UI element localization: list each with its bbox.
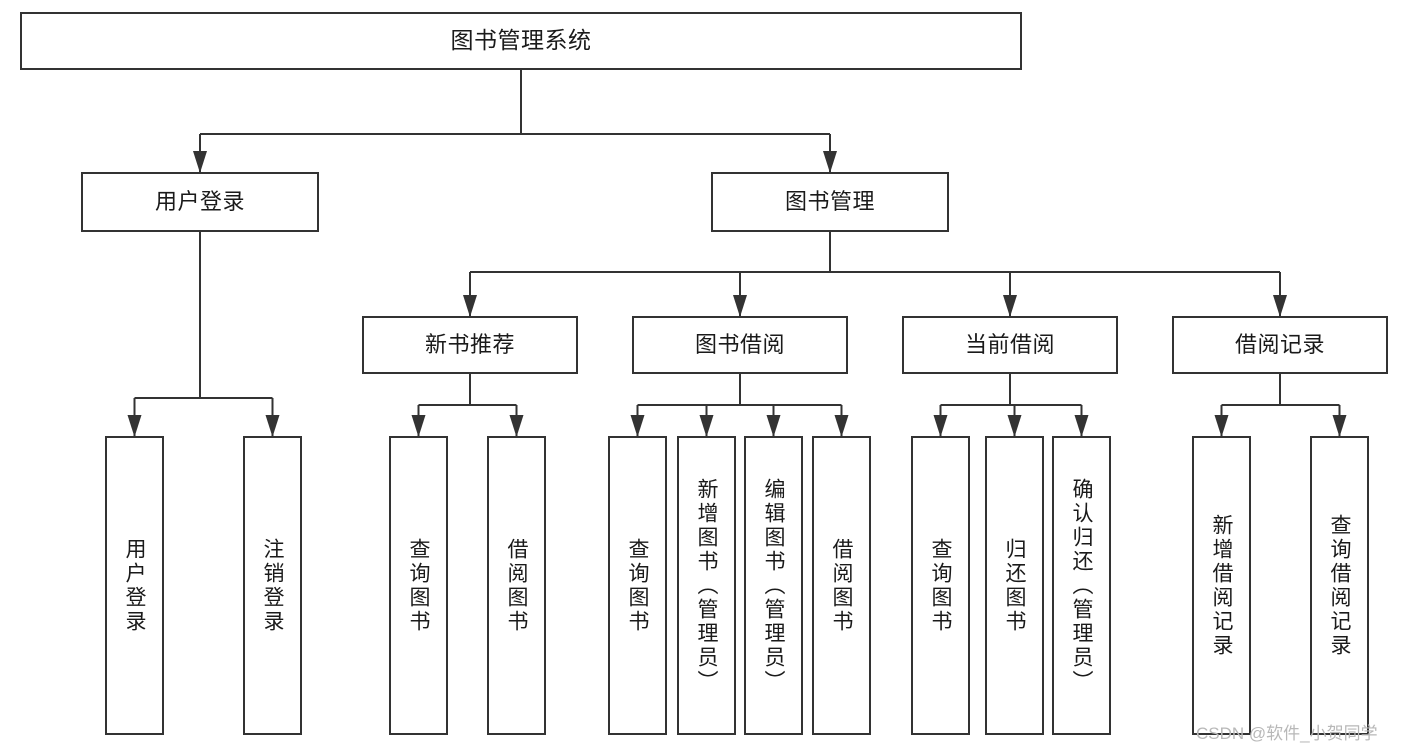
node-leaf1[interactable]: 用户登录 bbox=[105, 436, 164, 735]
node-borrow[interactable]: 图书借阅 bbox=[632, 316, 848, 374]
node-label-leaf7: 编辑图书（管理员） bbox=[762, 477, 785, 694]
node-label-leaf6: 新增图书（管理员） bbox=[695, 477, 718, 694]
node-leaf3[interactable]: 查询图书 bbox=[389, 436, 448, 735]
node-label-leaf3: 查询图书 bbox=[407, 537, 430, 634]
node-leaf11[interactable]: 确认归还（管理员） bbox=[1052, 436, 1111, 735]
node-leaf13[interactable]: 查询借阅记录 bbox=[1310, 436, 1369, 735]
node-leaf10[interactable]: 归还图书 bbox=[985, 436, 1044, 735]
node-records[interactable]: 借阅记录 bbox=[1172, 316, 1388, 374]
node-leaf2[interactable]: 注销登录 bbox=[243, 436, 302, 735]
node-leaf9[interactable]: 查询图书 bbox=[911, 436, 970, 735]
node-root[interactable]: 图书管理系统 bbox=[20, 12, 1022, 70]
node-label-current: 当前借阅 bbox=[964, 332, 1055, 358]
node-bookmgmt[interactable]: 图书管理 bbox=[711, 172, 949, 232]
node-label-leaf4: 借阅图书 bbox=[505, 537, 528, 634]
node-current[interactable]: 当前借阅 bbox=[902, 316, 1118, 374]
node-label-leaf8: 借阅图书 bbox=[830, 537, 853, 634]
node-label-records: 借阅记录 bbox=[1234, 332, 1325, 358]
node-label-root: 图书管理系统 bbox=[450, 27, 592, 54]
node-leaf12[interactable]: 新增借阅记录 bbox=[1192, 436, 1251, 735]
node-leaf6[interactable]: 新增图书（管理员） bbox=[677, 436, 736, 735]
node-label-leaf11: 确认归还（管理员） bbox=[1070, 477, 1093, 694]
node-leaf4[interactable]: 借阅图书 bbox=[487, 436, 546, 735]
node-leaf8[interactable]: 借阅图书 bbox=[812, 436, 871, 735]
node-label-bookmgmt: 图书管理 bbox=[784, 189, 875, 215]
node-label-login: 用户登录 bbox=[154, 189, 245, 215]
node-label-leaf12: 新增借阅记录 bbox=[1210, 513, 1233, 658]
node-login[interactable]: 用户登录 bbox=[81, 172, 319, 232]
node-label-borrow: 图书借阅 bbox=[694, 332, 785, 358]
node-label-leaf1: 用户登录 bbox=[123, 537, 146, 634]
node-label-leaf2: 注销登录 bbox=[261, 537, 284, 634]
node-label-newbook: 新书推荐 bbox=[424, 332, 515, 358]
node-leaf5[interactable]: 查询图书 bbox=[608, 436, 667, 735]
node-leaf7[interactable]: 编辑图书（管理员） bbox=[744, 436, 803, 735]
node-newbook[interactable]: 新书推荐 bbox=[362, 316, 578, 374]
node-label-leaf9: 查询图书 bbox=[929, 537, 952, 634]
node-label-leaf13: 查询借阅记录 bbox=[1328, 513, 1351, 658]
node-label-leaf10: 归还图书 bbox=[1003, 537, 1026, 634]
node-label-leaf5: 查询图书 bbox=[626, 537, 649, 634]
